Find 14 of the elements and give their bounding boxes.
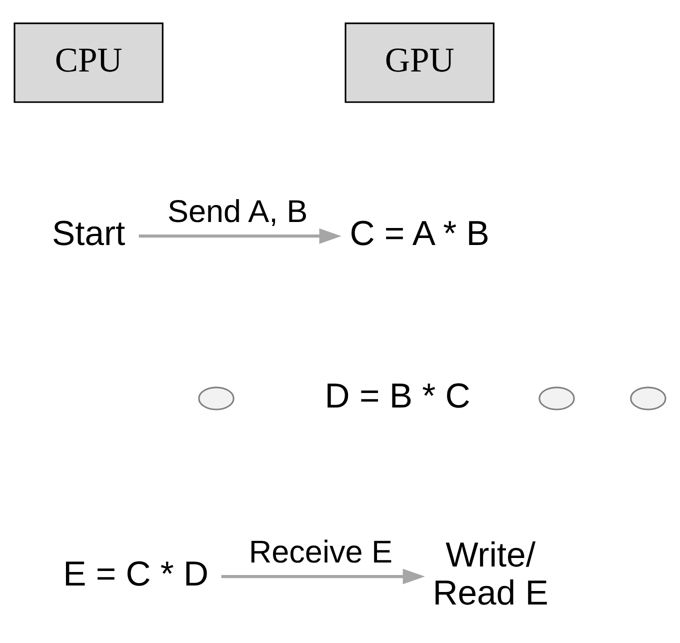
node-text: Write/ Read E [432, 536, 548, 612]
node-ellipse [538, 386, 575, 410]
node-text: E = C * D [63, 554, 209, 593]
node-box: GPU [344, 22, 494, 102]
arrow [138, 228, 342, 244]
node-box: CPU [14, 22, 164, 102]
node-text: Start [52, 214, 126, 252]
node-text: C = A * B [350, 214, 490, 252]
node-text: D = B * C [324, 376, 470, 415]
edge-label: Receive E [248, 532, 393, 569]
node-ellipse [630, 386, 666, 410]
edge-label: Send A, B [167, 192, 308, 228]
node-ellipse [198, 386, 234, 410]
arrow [221, 568, 425, 584]
